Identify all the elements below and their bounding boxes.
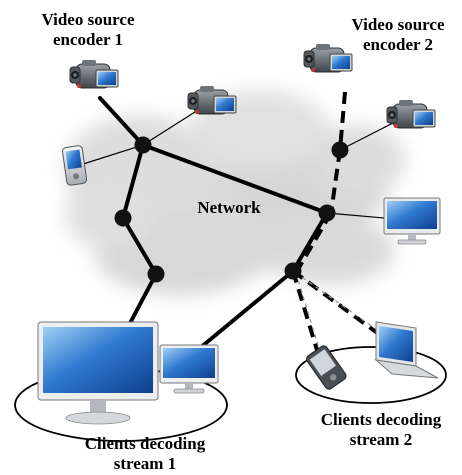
camcorder-icon — [386, 99, 436, 129]
source2-label-line2: encoder 2 — [362, 35, 434, 54]
camcorder-icon — [187, 85, 237, 115]
source1-label-line2: encoder 1 — [52, 30, 124, 49]
client-group-2-ellipse — [295, 346, 447, 404]
source2-label: Video source encoder 2 — [343, 15, 453, 55]
network-node-icon — [284, 262, 302, 280]
source2-label-line1: Video source — [351, 15, 445, 34]
pda-phone-icon — [306, 345, 347, 390]
desktop-monitor-icon — [383, 197, 441, 245]
camcorder-icon — [69, 59, 119, 89]
network-label: Network — [197, 198, 261, 217]
desktop-monitor-icon — [159, 344, 219, 394]
network-node-icon — [134, 136, 152, 154]
stream1-links — [98, 96, 329, 350]
group1-label: Clients decoding stream 1 — [70, 434, 220, 474]
network-node-icon — [331, 141, 349, 159]
group1-label-line1: Clients decoding — [84, 434, 206, 453]
source1-label: Video source encoder 1 — [33, 10, 143, 50]
network-node-icon — [318, 204, 336, 222]
pda-phone-icon — [62, 145, 88, 186]
access-links — [79, 111, 396, 219]
network-cloud — [65, 90, 405, 295]
group2-label: Clients decoding stream 2 — [306, 410, 456, 450]
stream2-links — [291, 91, 382, 361]
desktop-monitor-icon — [37, 321, 159, 425]
group2-label-line1: Clients decoding — [320, 410, 442, 429]
network-node-icon — [147, 265, 165, 283]
group1-label-line2: stream 1 — [113, 454, 177, 473]
source1-label-line1: Video source — [41, 10, 135, 29]
laptop-icon — [374, 321, 439, 379]
network-node-icon — [114, 209, 132, 227]
group2-label-line2: stream 2 — [349, 430, 413, 449]
